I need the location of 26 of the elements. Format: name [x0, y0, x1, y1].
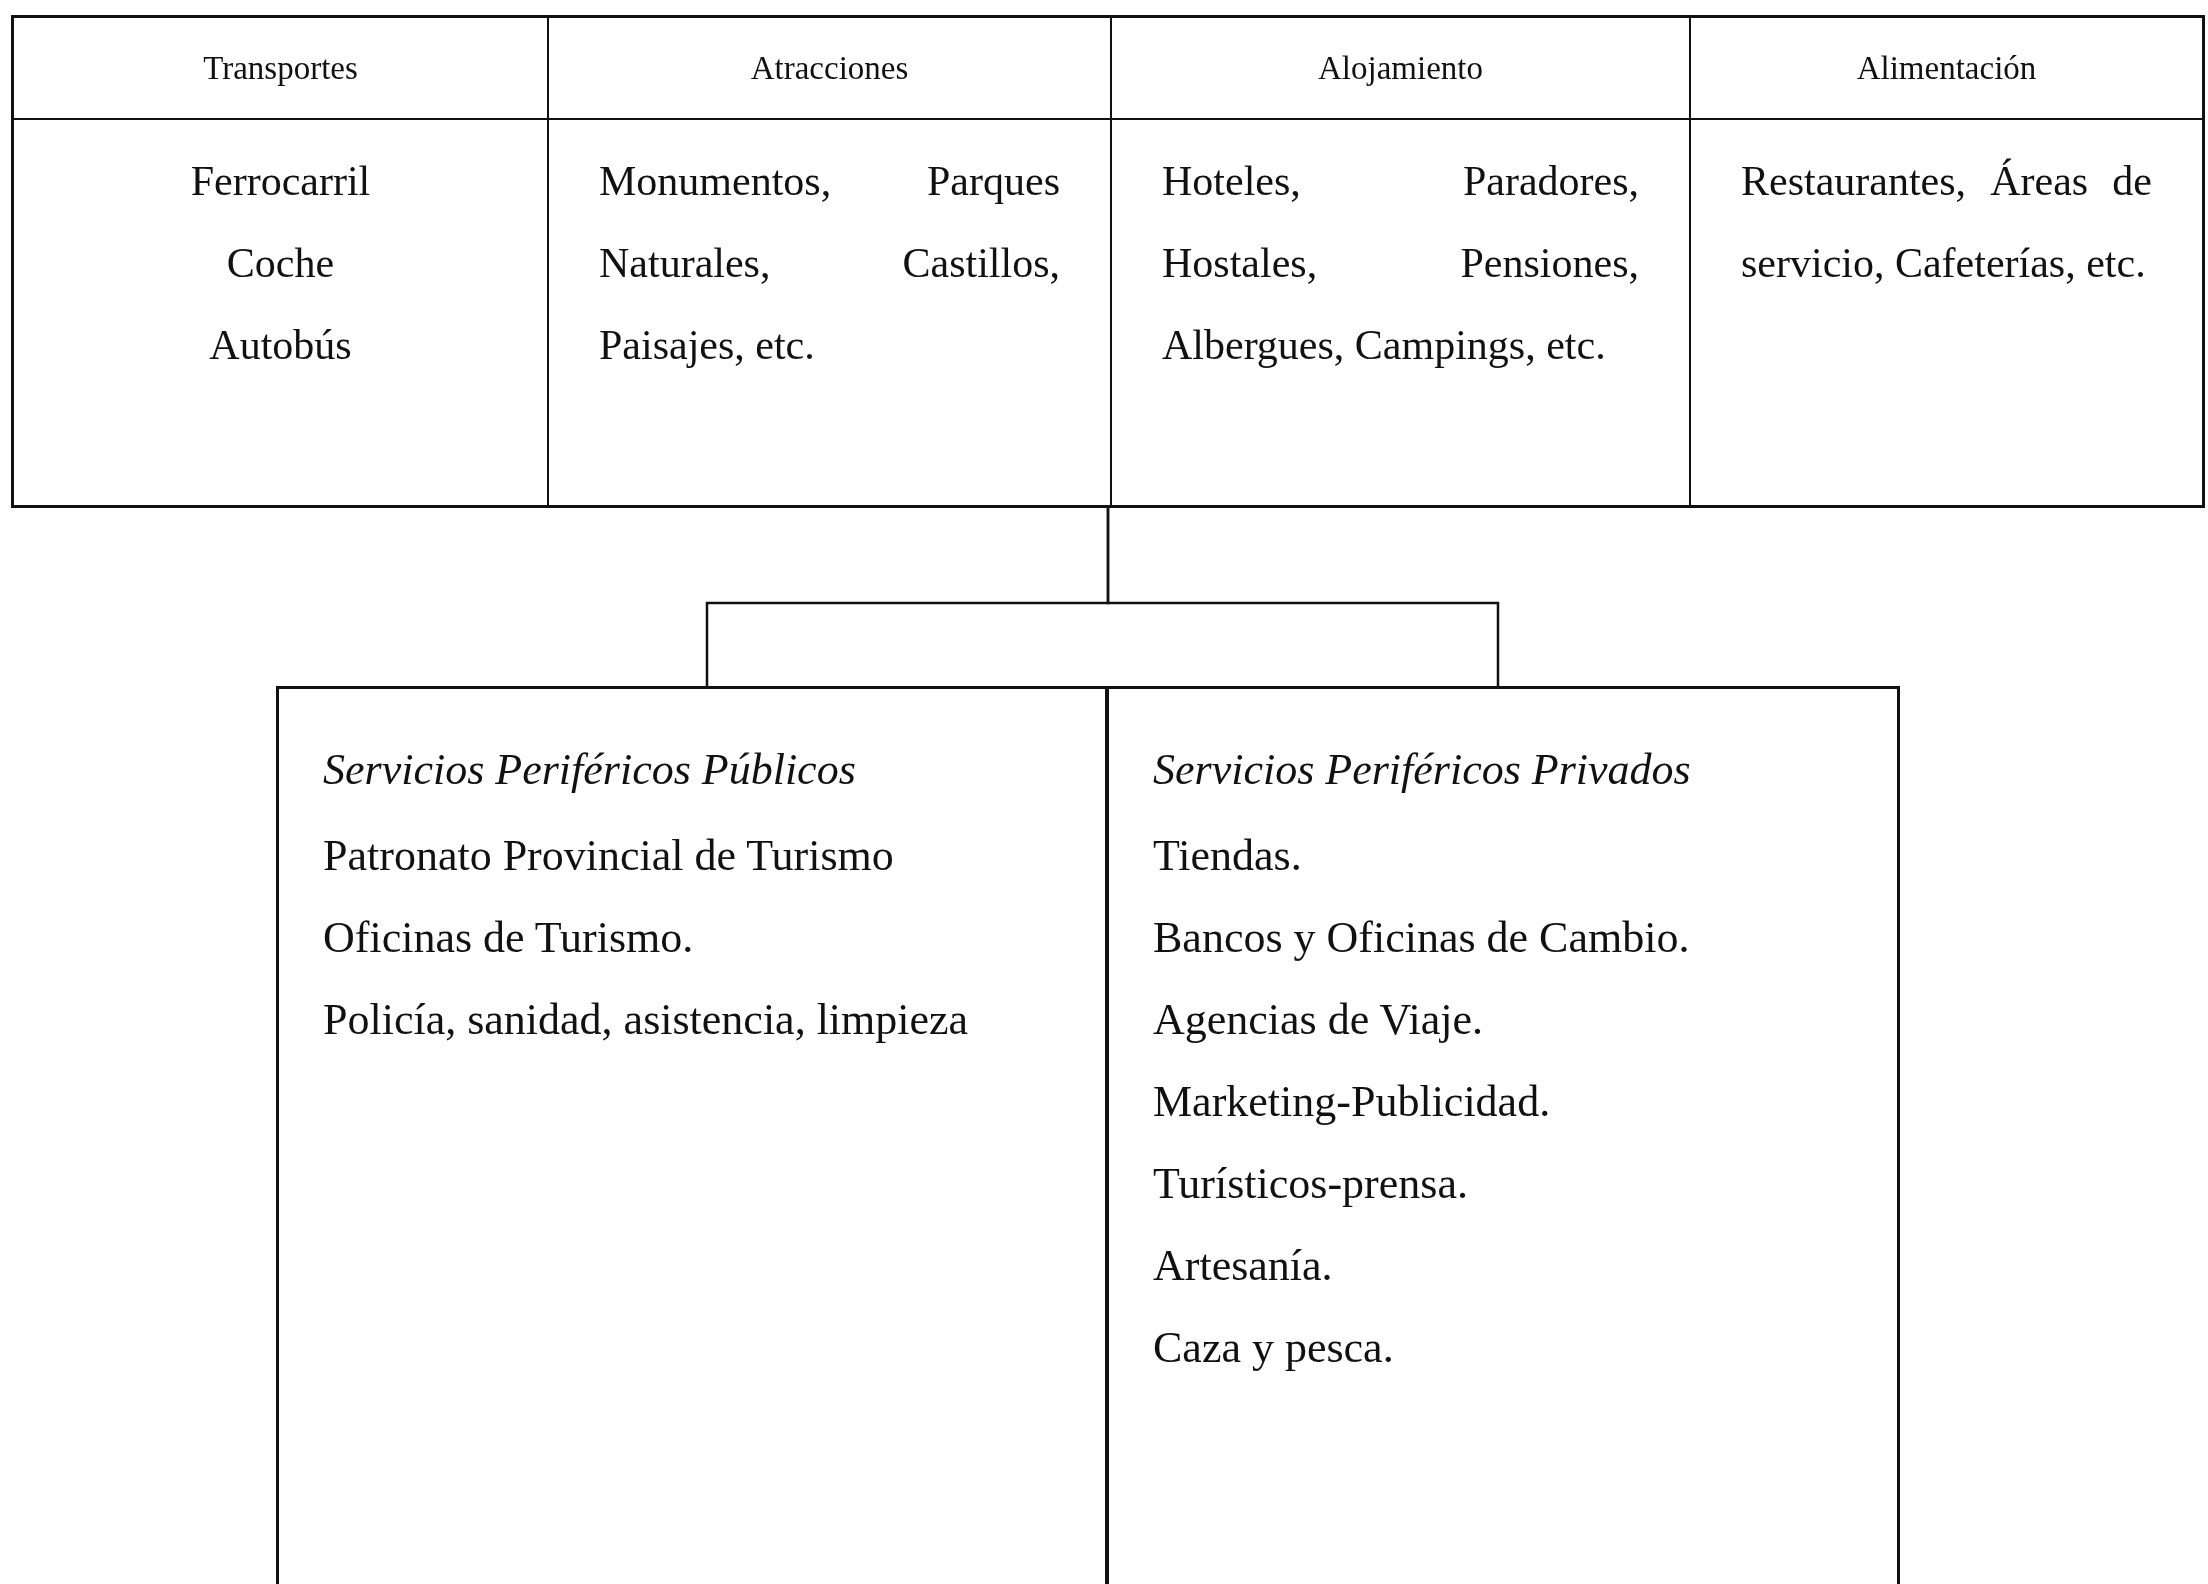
column-header: Alimentación	[1691, 18, 2202, 120]
list-item: Artesanía.	[1153, 1240, 1334, 1292]
list-item: Bancos y Oficinas de Cambio.	[1153, 912, 1691, 964]
connector-line	[1106, 508, 1500, 686]
table-column	[547, 18, 1110, 505]
panel-heading: Servicios Periféricos Públicos	[323, 744, 857, 796]
table-column	[1689, 18, 2202, 505]
list-item: Marketing-Publicidad.	[1153, 1076, 1552, 1128]
service-panel	[276, 686, 1108, 1584]
list-item: Turísticos-prensa.	[1153, 1158, 1469, 1210]
cell-text: Autobús	[208, 321, 353, 370]
cell-text: Hoteles, Paradores, Hostales, Pensiones, Albergues, Campings, etc.	[1162, 157, 1639, 370]
cell-text: Restaurantes, Áreas de servicio, Cafeterías, etc.	[1741, 157, 2152, 288]
cell-text: Monumentos, Parques Naturales, Castillos, Paisajes, etc.	[599, 157, 1060, 370]
list-item: Policía, sanidad, asistencia, limpieza	[323, 994, 970, 1046]
service-panel	[1106, 686, 1900, 1584]
list-item: Tiendas.	[1153, 830, 1303, 882]
list-item: Caza y pesca.	[1153, 1322, 1395, 1374]
table-column	[1110, 18, 1689, 505]
list-item: Patronato Provincial de Turismo	[323, 830, 895, 882]
cell-text: Ferrocarril	[189, 157, 372, 206]
list-item: Agencias de Viaje.	[1153, 994, 1485, 1046]
list-item: Oficinas de Turismo.	[323, 912, 695, 964]
table-frame	[11, 15, 2205, 508]
cell-text: Coche	[225, 239, 336, 288]
panel-heading: Servicios Periféricos Privados	[1153, 744, 1692, 796]
